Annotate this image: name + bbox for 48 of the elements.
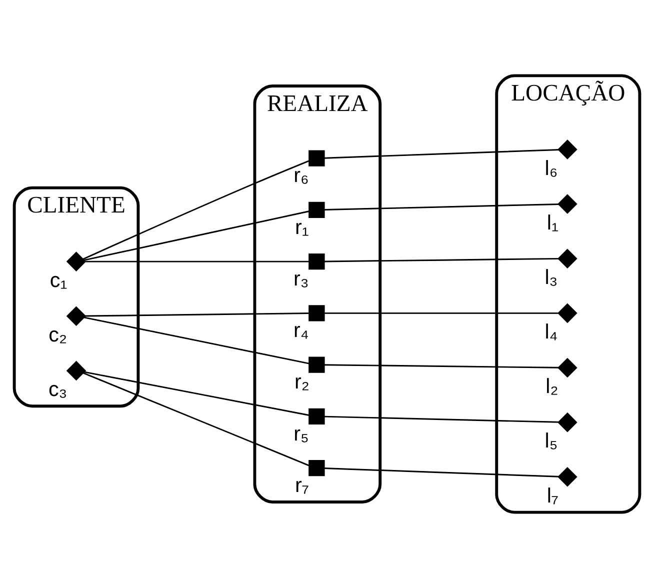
node-diamond (558, 194, 578, 214)
node-diamond (66, 252, 86, 272)
connector (82, 160, 310, 260)
node-label: c₁ (50, 268, 68, 292)
node-label: r₇ (294, 474, 309, 497)
node-box (308, 356, 325, 373)
connector (84, 210, 310, 261)
node-label: l₇ (546, 484, 559, 508)
node-diamond (558, 140, 578, 160)
connector (85, 312, 310, 317)
connector (324, 364, 559, 368)
connector (324, 468, 559, 478)
node-label: l₅ (544, 430, 558, 453)
node-box (308, 408, 325, 425)
connector (324, 416, 559, 423)
node-box (308, 253, 325, 270)
connector (324, 312, 558, 314)
node-label: l₁ (546, 211, 558, 234)
node-diamond (558, 467, 578, 487)
node-box (308, 202, 325, 218)
connector (324, 258, 559, 262)
node-diamond (558, 412, 578, 432)
node-box (308, 305, 325, 322)
node-label: l₆ (544, 156, 558, 180)
node-diamond (66, 306, 86, 326)
connector (86, 260, 309, 262)
node-label: l₃ (544, 266, 558, 289)
node-diamond (558, 248, 578, 268)
node-label: r₂ (294, 370, 310, 394)
connector (84, 371, 310, 416)
connector (324, 148, 559, 159)
node-label: r₄ (294, 319, 309, 342)
node-diamond (558, 358, 578, 378)
connector (324, 203, 559, 211)
node-box (308, 150, 325, 166)
node-label: r₆ (294, 164, 309, 188)
node-label: c₃ (48, 378, 68, 402)
node-label: l₂ (546, 375, 558, 398)
node-label: l₄ (544, 320, 558, 344)
node-box (308, 460, 325, 476)
connector (84, 316, 310, 364)
node-label: r₁ (295, 216, 309, 239)
node-diamond (558, 303, 578, 324)
node-diamond (66, 360, 86, 381)
connector (82, 372, 310, 466)
node-label: c₂ (48, 323, 67, 346)
node-label: r₅ (294, 422, 309, 446)
node-label: r₃ (294, 267, 309, 290)
